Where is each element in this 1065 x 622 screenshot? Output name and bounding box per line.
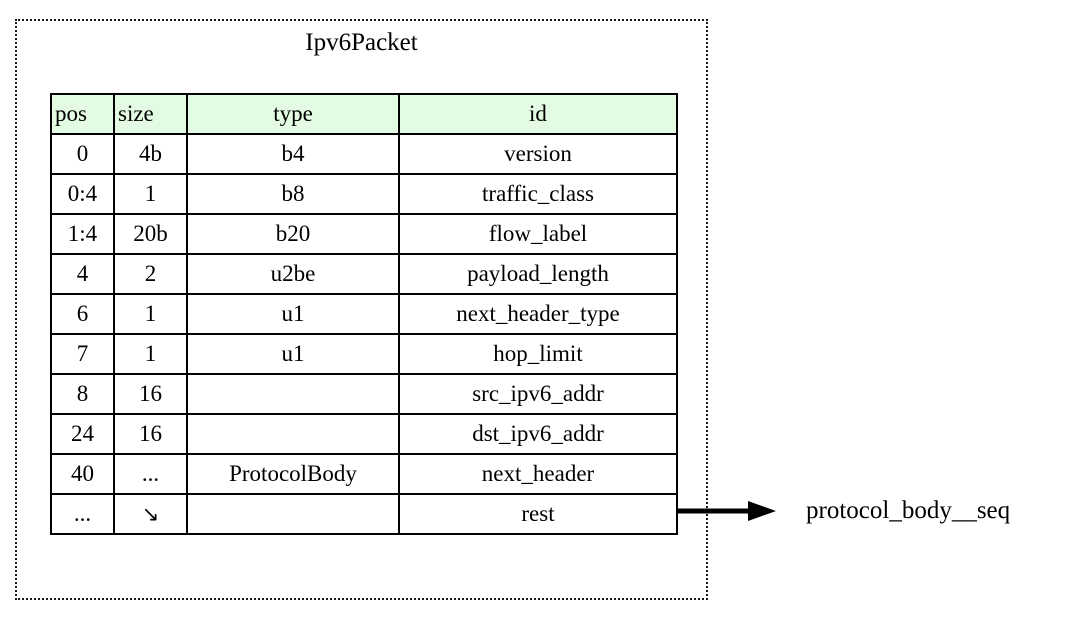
- column-header-pos: pos: [50, 93, 115, 135]
- cell-id: next_header_type: [398, 293, 678, 335]
- cell-pos: 0:4: [50, 173, 115, 215]
- cell-pos: 4: [50, 253, 115, 295]
- cell-type: ProtocolBody: [186, 453, 400, 495]
- cell-size: ↘: [113, 493, 188, 535]
- cell-pos: 1:4: [50, 213, 115, 255]
- cell-pos: 24: [50, 413, 115, 455]
- table-header-row: pos size type id: [50, 93, 678, 135]
- cell-id: dst_ipv6_addr: [398, 413, 678, 455]
- column-header-id: id: [398, 93, 678, 135]
- cell-type: u1: [186, 333, 400, 375]
- cell-id: version: [398, 133, 678, 175]
- cell-id: next_header: [398, 453, 678, 495]
- cell-id: hop_limit: [398, 333, 678, 375]
- cell-type: [186, 373, 400, 415]
- struct-container: [15, 19, 708, 600]
- cell-type: [186, 493, 400, 535]
- cell-id: payload_length: [398, 253, 678, 295]
- arrow-down-right-icon: ↘: [141, 502, 160, 526]
- cell-pos: ...: [50, 493, 115, 535]
- cell-type: b4: [186, 133, 400, 175]
- cell-id: rest: [398, 493, 678, 535]
- cell-pos: 7: [50, 333, 115, 375]
- cell-size: 1: [113, 333, 188, 375]
- cell-id: flow_label: [398, 213, 678, 255]
- connector-target-label: protocol_body__seq: [806, 497, 1011, 524]
- cell-pos: 40: [50, 453, 115, 495]
- cell-size: 1: [113, 173, 188, 215]
- cell-type: u1: [186, 293, 400, 335]
- cell-size: 1: [113, 293, 188, 335]
- cell-size: 20b: [113, 213, 188, 255]
- cell-id: src_ipv6_addr: [398, 373, 678, 415]
- cell-size: 16: [113, 373, 188, 415]
- cell-type: b20: [186, 213, 400, 255]
- column-header-type: type: [186, 93, 400, 135]
- cell-pos: 8: [50, 373, 115, 415]
- cell-size: ...: [113, 453, 188, 495]
- table-row: ... ↘ rest: [50, 493, 678, 535]
- column-header-size: size: [113, 93, 188, 135]
- cell-type: [186, 413, 400, 455]
- cell-pos: 6: [50, 293, 115, 335]
- cell-size: 2: [113, 253, 188, 295]
- cell-type: b8: [186, 173, 400, 215]
- cell-pos: 0: [50, 133, 115, 175]
- cell-type: u2be: [186, 253, 400, 295]
- cell-id: traffic_class: [398, 173, 678, 215]
- arrow-right-icon: [676, 501, 776, 521]
- cell-size: 4b: [113, 133, 188, 175]
- cell-size: 16: [113, 413, 188, 455]
- page-title: Ipv6Packet: [305, 29, 418, 56]
